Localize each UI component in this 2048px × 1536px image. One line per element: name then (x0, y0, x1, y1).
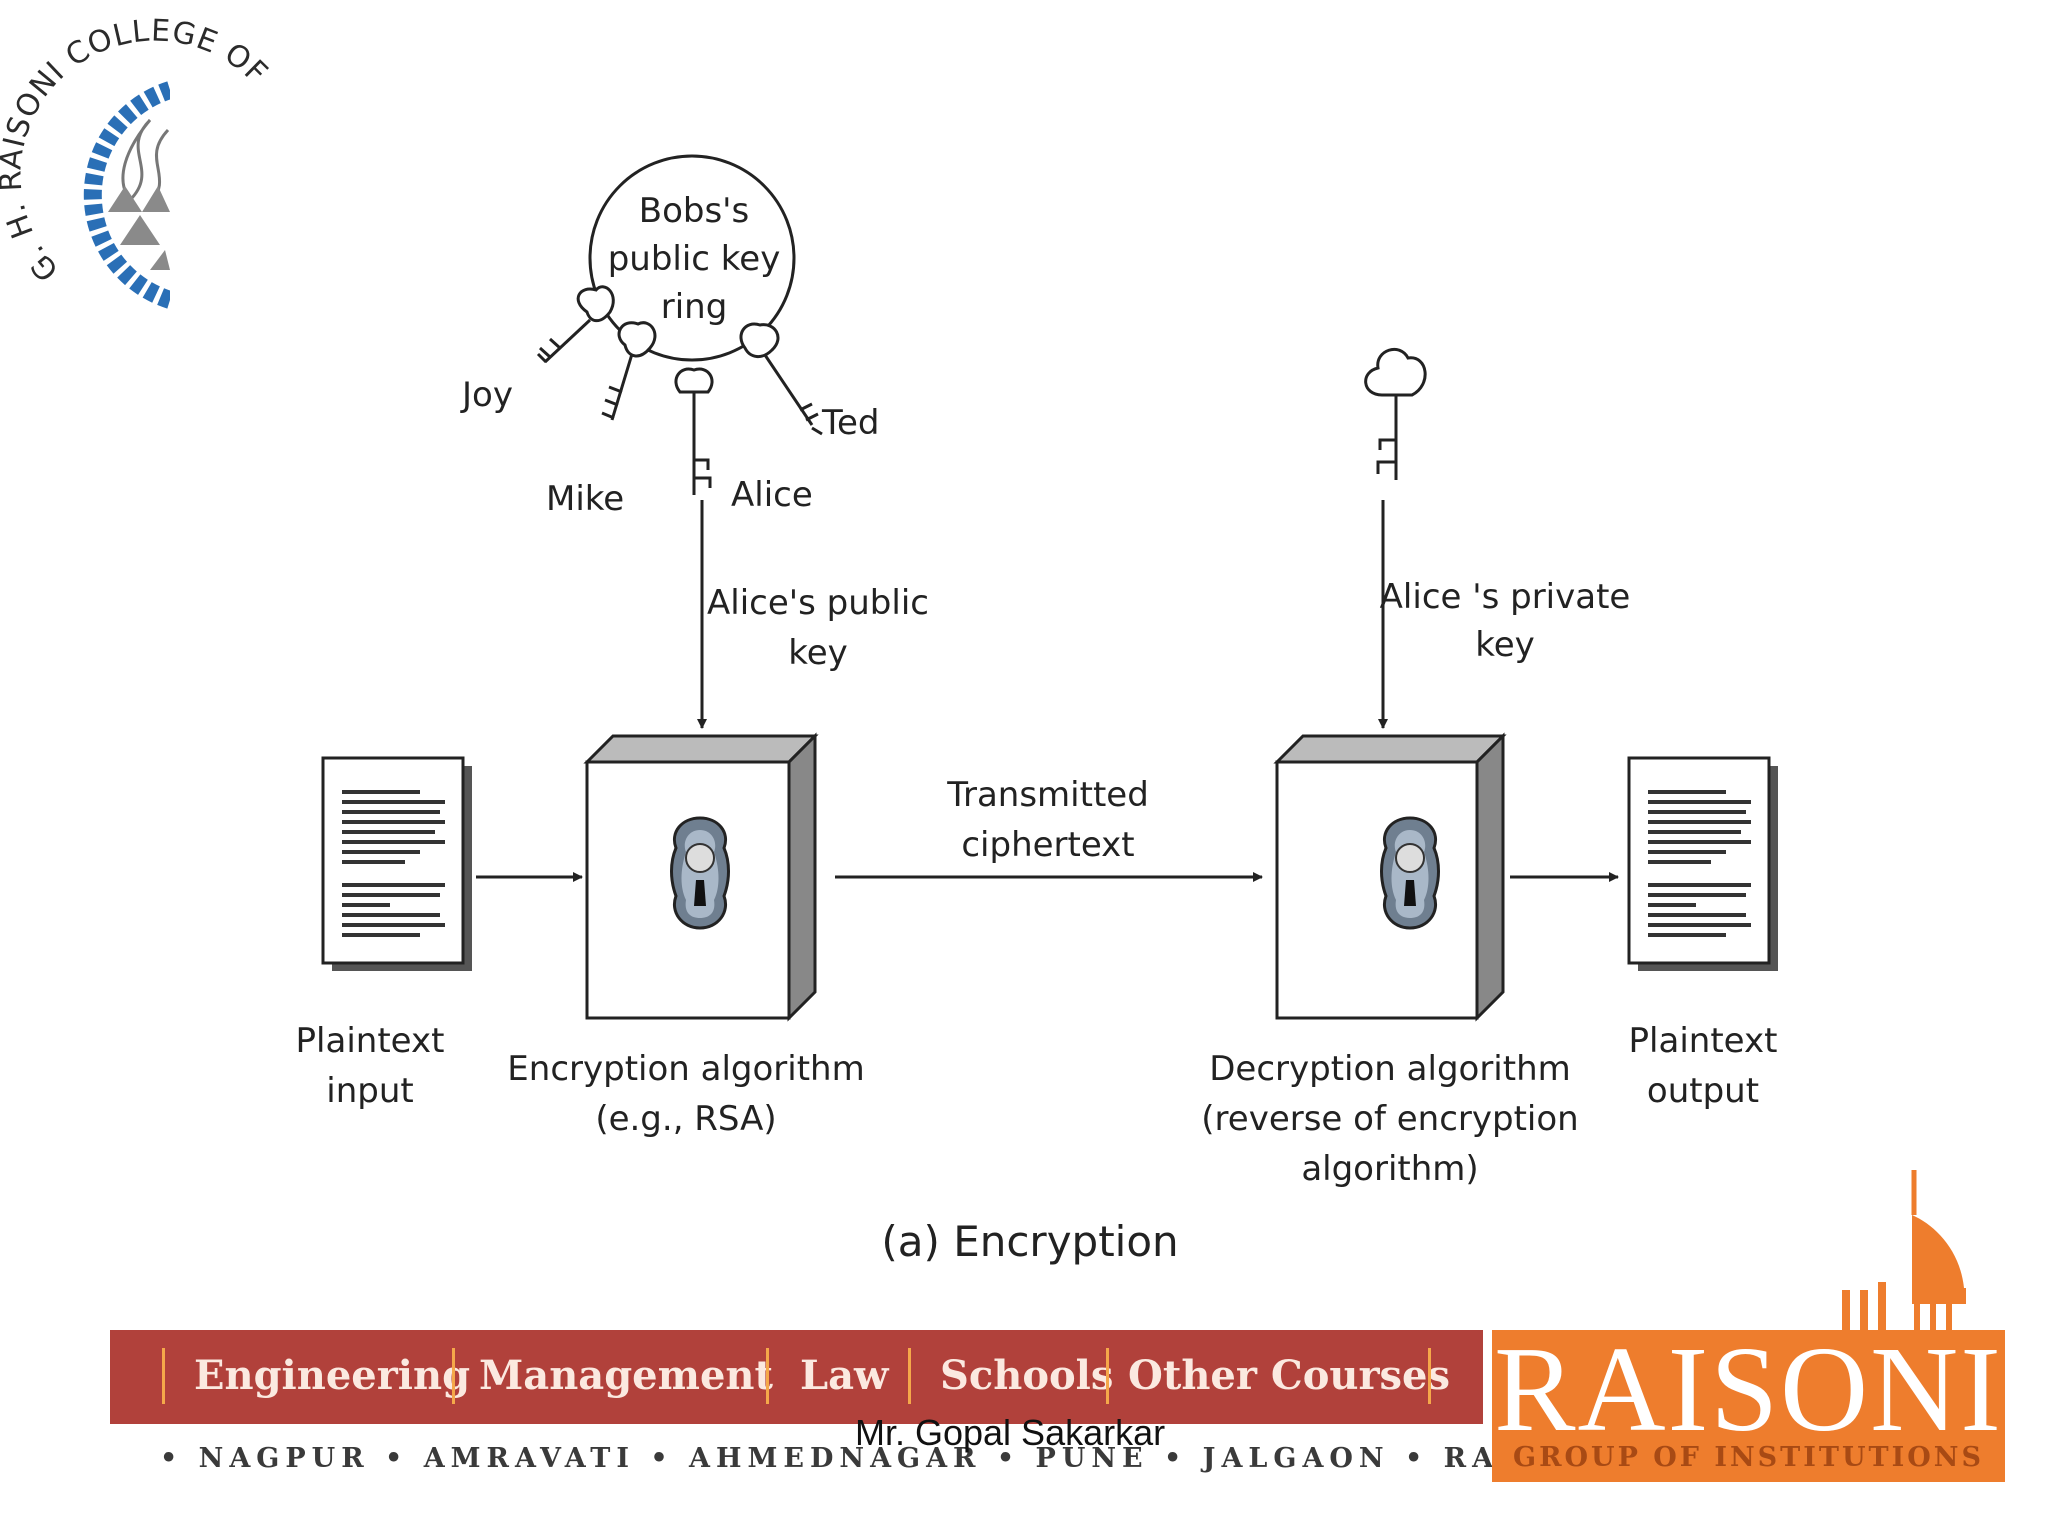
key-ring-label-line3: ring (661, 287, 728, 327)
key-ring-circle (588, 154, 796, 362)
logo-gear-ring (83, 81, 173, 309)
logo-triangles-icon (108, 186, 170, 270)
key-label-joy: Joy (460, 375, 513, 415)
private-key-icon (1364, 347, 1427, 480)
nav-management[interactable]: Management (479, 1352, 773, 1399)
college-logo: G. H. RAISONI COLLEGE OF (0, 13, 274, 330)
key-ring-label-line1: Bobs's (639, 191, 749, 231)
encryption-lock-icon (670, 816, 730, 930)
key-label-ted: Ted (821, 403, 880, 443)
author-name: Mr. Gopal Sakarkar (855, 1412, 1166, 1453)
nav-separator (1106, 1348, 1109, 1404)
alice-private-key-line2: key (1475, 625, 1535, 665)
alice-public-key-line2: key (788, 633, 848, 673)
campus-cities: • NAGPUR • AMRAVATI • AHMEDNAGAR • PUNE … (160, 1443, 1641, 1474)
nav-separator (1428, 1348, 1431, 1404)
decryption-algorithm-box (1273, 732, 1507, 1022)
plaintext-input-document-icon (321, 756, 472, 971)
brand-name: RAISONI (1494, 1322, 2003, 1457)
transmitted-ciphertext-line1: Transmitted (946, 775, 1149, 815)
nav-separator (452, 1348, 455, 1404)
alice-public-key-line1: Alice's public (707, 583, 929, 623)
nav-separator (766, 1348, 769, 1404)
plaintext-input-line2: input (326, 1071, 413, 1111)
ring-key-alice-icon (674, 367, 714, 495)
footer-nav-band (110, 1330, 1483, 1424)
plaintext-output-line1: Plaintext (1629, 1021, 1778, 1061)
nav-schools[interactable]: Schools (940, 1352, 1114, 1399)
encryption-algorithm-box (583, 732, 819, 1022)
decryption-algorithm-line3: algorithm) (1301, 1149, 1478, 1189)
ring-key-mike-icon (601, 321, 657, 421)
decryption-algorithm-line2: (reverse of encryption (1201, 1099, 1578, 1139)
key-ring-label-line2: public key (608, 239, 781, 279)
decryption-algorithm-line1: Decryption algorithm (1209, 1049, 1571, 1089)
nav-separator (908, 1348, 911, 1404)
nav-engineering[interactable]: Engineering (194, 1352, 471, 1399)
key-label-mike: Mike (546, 479, 624, 519)
ring-key-joy-icon (536, 285, 615, 364)
nav-law[interactable]: Law (800, 1352, 889, 1399)
nav-other-courses[interactable]: Other Courses (1128, 1352, 1451, 1399)
ring-key-ted-icon (739, 322, 823, 436)
plaintext-output-document-icon (1627, 756, 1778, 971)
key-label-alice: Alice (731, 475, 813, 515)
plaintext-input-line1: Plaintext (296, 1021, 445, 1061)
brand-building-icon (1842, 1170, 1966, 1330)
raisoni-brand-logo: RAISONI GROUP OF INSTITUTIONS (1492, 1322, 2005, 1482)
nav-separator (162, 1348, 165, 1404)
public-key-ring: Bobs's public key ring (588, 154, 796, 362)
diagram-caption: (a) Encryption (881, 1217, 1178, 1266)
brand-subtitle: GROUP OF INSTITUTIONS (1513, 1442, 1984, 1473)
transmitted-ciphertext-line2: ciphertext (961, 825, 1134, 865)
decryption-lock-icon (1380, 816, 1440, 930)
encryption-algorithm-line1: Encryption algorithm (507, 1049, 864, 1089)
alice-private-key-line1: Alice 's private (1380, 577, 1631, 617)
encryption-algorithm-line2: (e.g., RSA) (595, 1099, 776, 1139)
plaintext-output-line2: output (1647, 1071, 1759, 1111)
